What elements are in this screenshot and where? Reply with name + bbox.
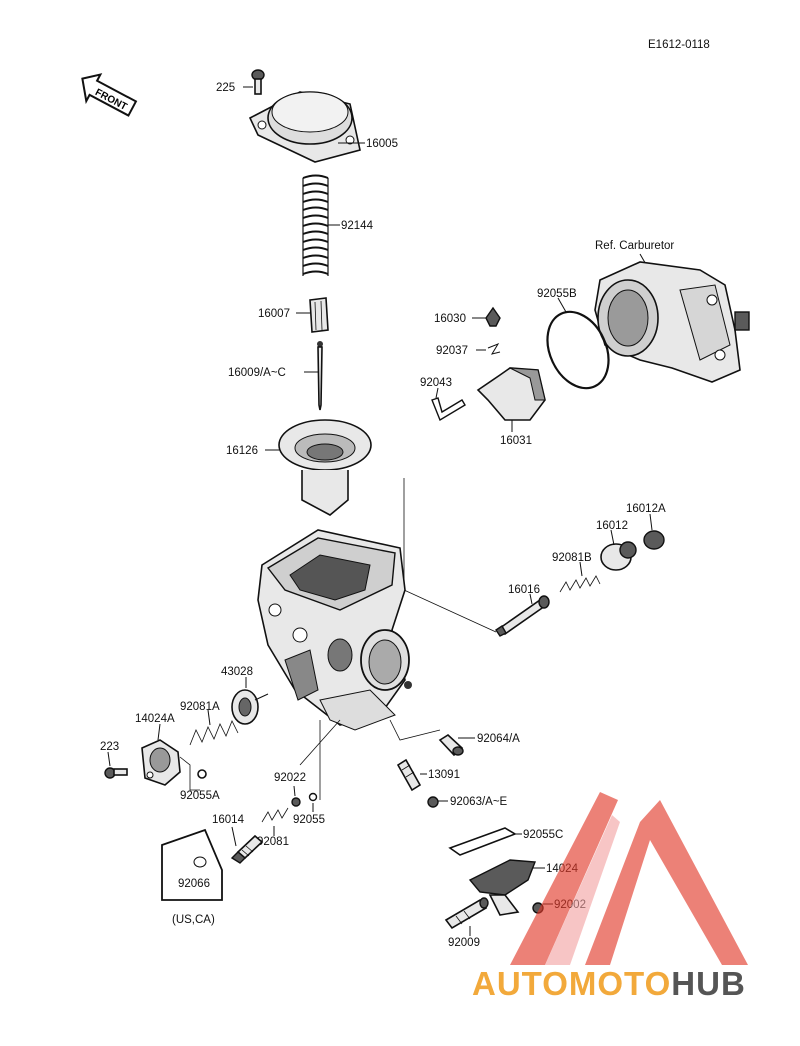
cover-14024A-icon: [141, 739, 181, 786]
label-92055A: 92055A: [180, 790, 220, 802]
cap-14024-icon: [468, 859, 536, 916]
plug-92066-box: [161, 828, 223, 901]
watermark-part-1: AUTOMOTO: [472, 965, 671, 1002]
label-92066: 92066: [178, 878, 210, 890]
label-92043: 92043: [420, 377, 452, 389]
plunger-16012-icon: [600, 541, 637, 571]
label-92055B: 92055B: [537, 288, 577, 300]
spring-92081-icon: [261, 807, 289, 823]
label-92081A: 92081A: [180, 701, 220, 713]
label-92081B: 92081B: [552, 552, 592, 564]
label-223: 223: [100, 741, 119, 753]
pilot-screw-16014-icon: [230, 834, 264, 864]
spring-92144-icon: [302, 174, 329, 276]
label-92064: 92064/A: [477, 733, 520, 745]
needle-holder-16007-icon: [309, 297, 329, 333]
o-ring-92055B-icon: [546, 310, 610, 390]
label-92081: 92081: [257, 836, 289, 848]
label-92055C: 92055C: [523, 829, 563, 841]
plunger-rod-16016-icon: [495, 595, 550, 637]
front-arrow-icon: FRONT: [81, 73, 138, 117]
spring-92081B-icon: [559, 575, 601, 593]
watermark-logo: [510, 792, 748, 965]
o-ring-92055-icon: [308, 792, 318, 802]
diagram-code: E1612-0118: [648, 39, 710, 51]
watermark-part-2: HUB: [671, 965, 746, 1002]
label-16016: 16016: [508, 584, 540, 596]
valve-16030-icon: [485, 306, 501, 327]
float-16031-icon: [476, 367, 546, 421]
pin-92043-icon: [431, 397, 466, 422]
shaft-13091-icon: [396, 758, 422, 792]
label-16007: 16007: [258, 308, 290, 320]
region-label: (US,CA): [172, 914, 215, 926]
washer-92022-icon: [291, 797, 301, 807]
carburetor-top-cover-icon: [248, 91, 361, 163]
label-16012: 16012: [596, 520, 628, 532]
label-16014: 16014: [212, 814, 245, 826]
diaphragm-16126-icon: [278, 419, 372, 516]
jet-92063-icon: [427, 796, 439, 808]
jet-needle-16009-icon: [317, 341, 323, 411]
o-ring-92055A-icon: [197, 769, 207, 779]
label-16012A: 16012A: [626, 503, 666, 515]
label-92063: 92063/A~E: [450, 796, 508, 808]
label-92009: 92009: [448, 937, 480, 949]
diaphragm-43028-icon: [231, 689, 269, 725]
label-16126: 16126: [226, 445, 258, 457]
carburetor-reference-icon: [594, 261, 750, 383]
label-16030: 16030: [434, 313, 466, 325]
watermark-text: AUTOMOTOHUB: [472, 965, 746, 1002]
screw-225-icon: [251, 69, 265, 95]
carburetor-body-icon: [257, 529, 412, 731]
label-92022: 92022: [274, 772, 306, 784]
label-43028: 43028: [221, 666, 253, 678]
label-92055: 92055: [293, 814, 325, 826]
ref-carburetor-label: Ref. Carburetor: [595, 240, 674, 252]
label-13091: 13091: [428, 769, 460, 781]
label-225: 225: [216, 82, 235, 94]
clip-92037-icon: [487, 342, 501, 355]
label-16031: 16031: [500, 435, 532, 447]
cap-16012A-icon: [643, 530, 665, 550]
label-16009: 16009/A~C: [228, 367, 286, 379]
label-92144: 92144: [341, 220, 374, 232]
gasket-92055C-icon: [448, 827, 517, 856]
spring-92081A-icon: [189, 720, 239, 746]
label-92037: 92037: [436, 345, 468, 357]
label-16005: 16005: [366, 138, 398, 150]
screw-92064-icon: [438, 733, 464, 757]
screw-223-icon: [104, 767, 128, 779]
label-14024A: 14024A: [135, 713, 175, 725]
screw-92009-icon: [444, 897, 489, 930]
